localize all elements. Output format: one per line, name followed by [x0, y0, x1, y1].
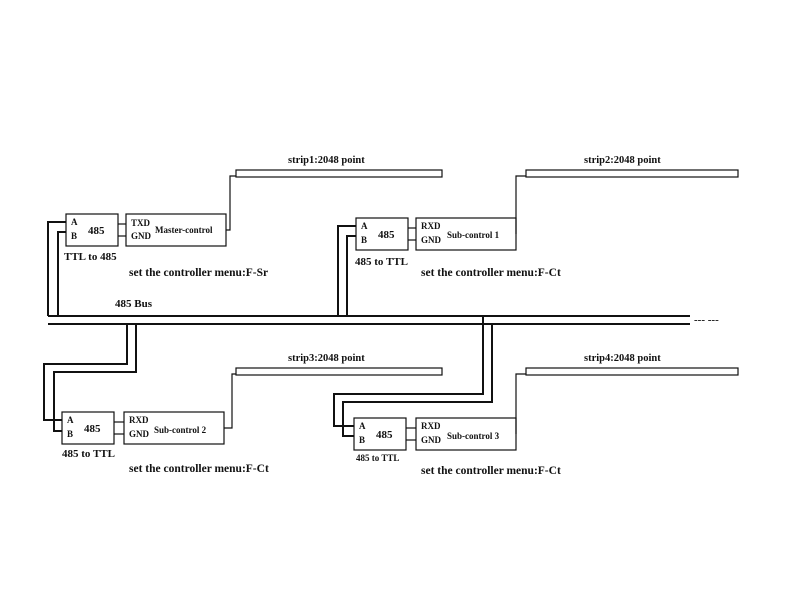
sub3-pin-rxd: RXD — [421, 421, 441, 431]
sub3-pin-b: B — [359, 435, 365, 445]
sub2-pin-rxd: RXD — [129, 415, 149, 425]
master-chip-label: 485 — [88, 225, 105, 237]
sub3-pin-gnd: GND — [421, 435, 442, 445]
strip4-label: strip4:2048 point — [584, 353, 661, 364]
master-unit: A B 485 TXD GND Master-control TTL to 48… — [47, 155, 443, 316]
sub-control-1-unit: A B 485 RXD GND Sub-control 1 485 to TTL… — [337, 155, 739, 316]
sub1-wire-b — [346, 235, 356, 316]
master-converter-box — [65, 213, 119, 247]
strip2-bar — [525, 169, 739, 178]
master-pin-b: B — [71, 231, 77, 241]
sub1-wire-a — [337, 225, 356, 316]
strip4-bar — [525, 367, 739, 376]
strip1-bar — [235, 169, 443, 178]
master-menu-text: set the controller menu:F-Sr — [129, 267, 268, 279]
master-converter-label: TTL to 485 — [64, 251, 117, 263]
sub3-wire-a — [333, 316, 484, 427]
rs485-bus — [48, 315, 690, 325]
sub3-menu-text: set the controller menu:F-Ct — [421, 465, 561, 477]
sub2-controller-box — [123, 411, 225, 445]
sub1-controller-name: Sub-control 1 — [447, 230, 500, 240]
sub3-pin-a: A — [359, 421, 366, 431]
sub2-chip-label: 485 — [84, 423, 101, 435]
strip2-label: strip2:2048 point — [584, 155, 661, 166]
sub3-controller-name: Sub-control 3 — [447, 431, 500, 441]
sub1-controller-box — [415, 217, 517, 251]
strip3-bar — [235, 367, 443, 376]
sub2-pin-b: B — [67, 429, 73, 439]
sub2-pin-gnd: GND — [129, 429, 150, 439]
sub2-pin-a: A — [67, 415, 74, 425]
sub1-chip-label: 485 — [378, 229, 395, 241]
sub2-wire-a — [43, 324, 128, 421]
sub-control-2-unit: A B 485 RXD GND Sub-control 2 485 to TTL… — [43, 324, 443, 475]
sub1-pin-rxd: RXD — [421, 221, 441, 231]
master-wire-b — [57, 231, 66, 316]
strip3-label: strip3:2048 point — [288, 353, 365, 364]
master-strip-wire — [226, 175, 236, 231]
master-controller-name: Master-control — [155, 225, 213, 235]
bus-continuation: --- --- — [694, 314, 719, 326]
sub2-converter-label: 485 to TTL — [62, 448, 115, 460]
sub3-wire-b — [342, 324, 493, 437]
strip1-label: strip1:2048 point — [288, 155, 365, 166]
bus-label: 485 Bus — [115, 298, 153, 310]
sub1-pin-gnd: GND — [421, 235, 442, 245]
sub2-strip-wire — [224, 373, 236, 429]
master-controller-box — [125, 213, 227, 247]
sub2-wire-b — [53, 324, 137, 432]
master-wire-a — [47, 221, 66, 316]
sub3-converter-box — [353, 417, 407, 451]
master-pin-a: A — [71, 217, 78, 227]
master-pin-txd: TXD — [131, 218, 151, 228]
sub2-controller-name: Sub-control 2 — [154, 425, 207, 435]
sub3-converter-label: 485 to TTL — [356, 453, 399, 463]
sub3-chip-label: 485 — [376, 429, 393, 441]
sub1-menu-text: set the controller menu:F-Ct — [421, 267, 561, 279]
sub1-pin-b: B — [361, 235, 367, 245]
sub2-menu-text: set the controller menu:F-Ct — [129, 463, 269, 475]
sub1-converter-label: 485 to TTL — [355, 256, 408, 268]
sub-control-3-unit: A B 485 RXD GND Sub-control 3 485 to TTL… — [333, 316, 739, 477]
sub1-converter-box — [355, 217, 409, 251]
sub1-pin-a: A — [361, 221, 368, 231]
master-pin-gnd: GND — [131, 231, 152, 241]
sub1-strip-wire — [515, 175, 526, 234]
sub3-strip-wire — [515, 373, 526, 434]
sub2-converter-box — [61, 411, 115, 445]
